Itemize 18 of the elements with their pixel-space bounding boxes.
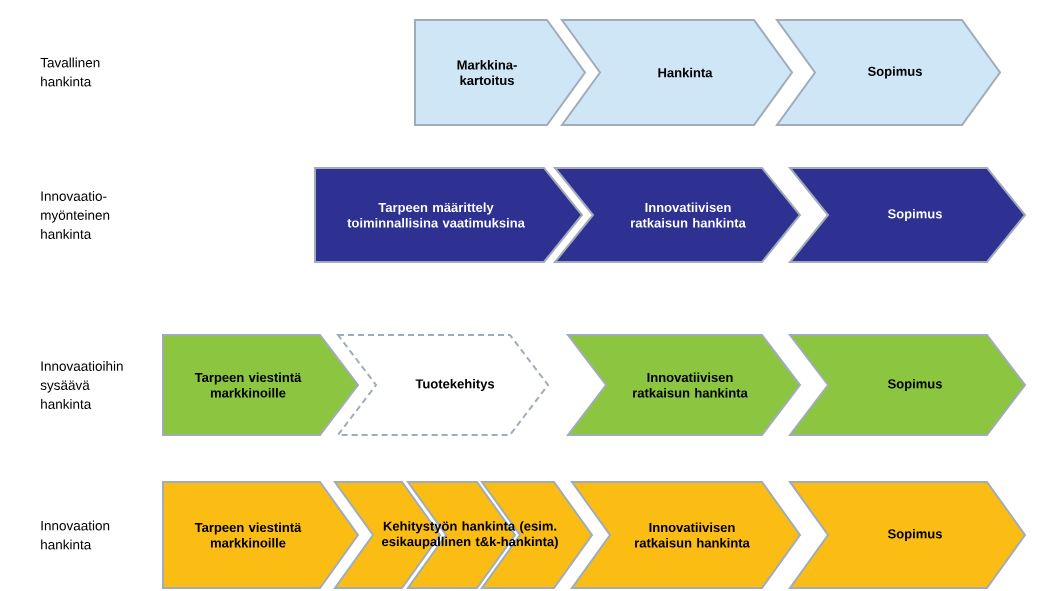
chevron-step: Tarpeen viestintä markkinoille — [162, 334, 360, 436]
chevron-step: Hankinta — [560, 19, 794, 126]
chevron-step: Tarpeen määrittely toiminnallisina vaatimuksina — [314, 167, 584, 263]
chevron-step: Markkina-kartoitus — [414, 19, 587, 126]
chevron-step: Sopimus — [788, 334, 1027, 436]
chevron-step: Innovatiivisen ratkaisun hankinta — [570, 481, 802, 589]
node-label: Tarpeen viestintä markkinoille — [194, 522, 302, 548]
chevron-step: Tarpeen viestintä markkinoille — [162, 481, 360, 589]
row-label: Innovaatioihin sysäävä hankinta — [40, 361, 123, 409]
chevron-step: Sopimus — [788, 481, 1027, 589]
chevron-step: Tuotekehitys — [336, 334, 550, 436]
chevron-step: Innovatiivisen ratkaisun hankinta — [552, 167, 802, 263]
chevron-step: Sopimus — [775, 19, 1002, 126]
row-label: Tavallinen hankinta — [40, 57, 100, 87]
row-label: Innovaation hankinta — [41, 520, 110, 550]
chevron-step: Sopimus — [787, 167, 1027, 263]
row-label: Innovaatio-myönteinen hankinta — [41, 191, 110, 239]
chevron-step: Innovatiivisen ratkaisun hankinta — [566, 334, 802, 436]
